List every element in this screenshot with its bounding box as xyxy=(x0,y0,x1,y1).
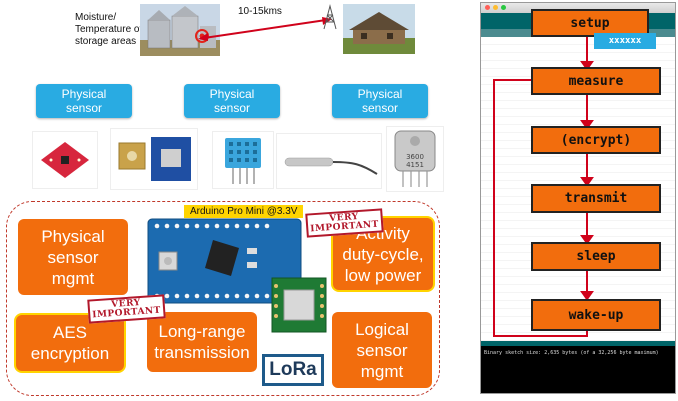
gas-sensor-print-2: 4151 xyxy=(406,161,424,169)
physical-sensor-mgmt-box: Physical sensor mgmt xyxy=(18,219,128,295)
task-line: sensor xyxy=(47,247,99,267)
physical-sensor-label-3: Physical sensor xyxy=(332,84,428,118)
task-line: encryption xyxy=(30,344,110,363)
gas-sensor-photo: 3600 4151 xyxy=(386,126,444,192)
lora-logo-text: LoRa xyxy=(269,359,317,380)
gas-sensor-print-1: 3600 xyxy=(406,153,424,161)
gps-module-photo xyxy=(110,128,198,190)
flow-step-encrypt: (encrypt) xyxy=(531,126,661,154)
ide-status-text: Binary sketch size: 2,635 bytes (of a 32… xyxy=(484,350,659,356)
flow-badge: xxxxxx xyxy=(594,33,656,49)
board-tasks-group xyxy=(6,201,440,396)
ide-console: Binary sketch size: 2,635 bytes (of a 32… xyxy=(481,341,675,393)
logical-sensor-mgmt-box: Logical sensor mgmt xyxy=(332,312,432,388)
task-line: mgmt xyxy=(360,361,404,381)
accelerometer-board-photo xyxy=(32,131,98,189)
sensor-label-text: Physical sensor xyxy=(61,87,107,115)
lora-logo: LoRa xyxy=(262,354,324,386)
task-line: transmission xyxy=(154,343,250,362)
flow-step-measure: measure xyxy=(531,67,661,95)
flow-step-sleep: sleep xyxy=(531,242,661,271)
flow-step-transmit: transmit xyxy=(531,184,661,213)
zoom-dot-icon[interactable] xyxy=(501,5,506,10)
stamp-line: IMPORTANT xyxy=(310,219,380,235)
task-line: Physical xyxy=(41,226,105,246)
task-line: AES xyxy=(52,323,88,342)
task-line: Long-range xyxy=(158,322,246,341)
minimize-dot-icon[interactable] xyxy=(493,5,498,10)
board-title: Arduino Pro Mini @3.3V xyxy=(184,205,304,218)
task-line: duty-cycle, xyxy=(342,244,424,264)
close-dot-icon[interactable] xyxy=(485,5,490,10)
aes-encryption-box: AES encryption xyxy=(16,315,124,371)
physical-sensor-label-2: Physical sensor xyxy=(184,84,280,118)
flow-step-setup: setup xyxy=(531,9,649,37)
task-line: sensor xyxy=(356,340,408,360)
dht11-sensor-photo xyxy=(212,131,274,189)
task-line: Logical xyxy=(355,319,409,339)
flow-step-wake-up: wake-up xyxy=(531,299,661,331)
task-line: mgmt xyxy=(51,268,95,288)
distance-arrow xyxy=(198,17,332,41)
sensor-label-text: Physical sensor xyxy=(209,87,255,115)
caption-line: storage areas xyxy=(75,36,137,47)
temperature-probe-photo xyxy=(276,133,382,189)
ide-titlebar xyxy=(481,3,675,13)
caption-line: Temperature of xyxy=(75,24,143,35)
lora-radio-module xyxy=(271,277,327,333)
distance-label: 10-15kms xyxy=(238,6,282,17)
ide-console-header xyxy=(481,341,675,346)
task-line: low power xyxy=(344,265,422,285)
long-range-transmission-box: Long-range transmission xyxy=(147,312,257,372)
sensor-label-text: Physical sensor xyxy=(357,87,403,115)
farmhouse-photo xyxy=(343,4,415,54)
storage-caption: Moisture/ Temperature of storage areas xyxy=(75,12,147,48)
silo-photo xyxy=(140,4,220,56)
arduino-pro-mini-board xyxy=(147,218,302,304)
physical-sensor-label-1: Physical sensor xyxy=(36,84,132,118)
antenna-tower-icon xyxy=(323,4,337,30)
stamp-line: IMPORTANT xyxy=(92,305,162,321)
caption-line: Moisture/ xyxy=(75,12,117,23)
